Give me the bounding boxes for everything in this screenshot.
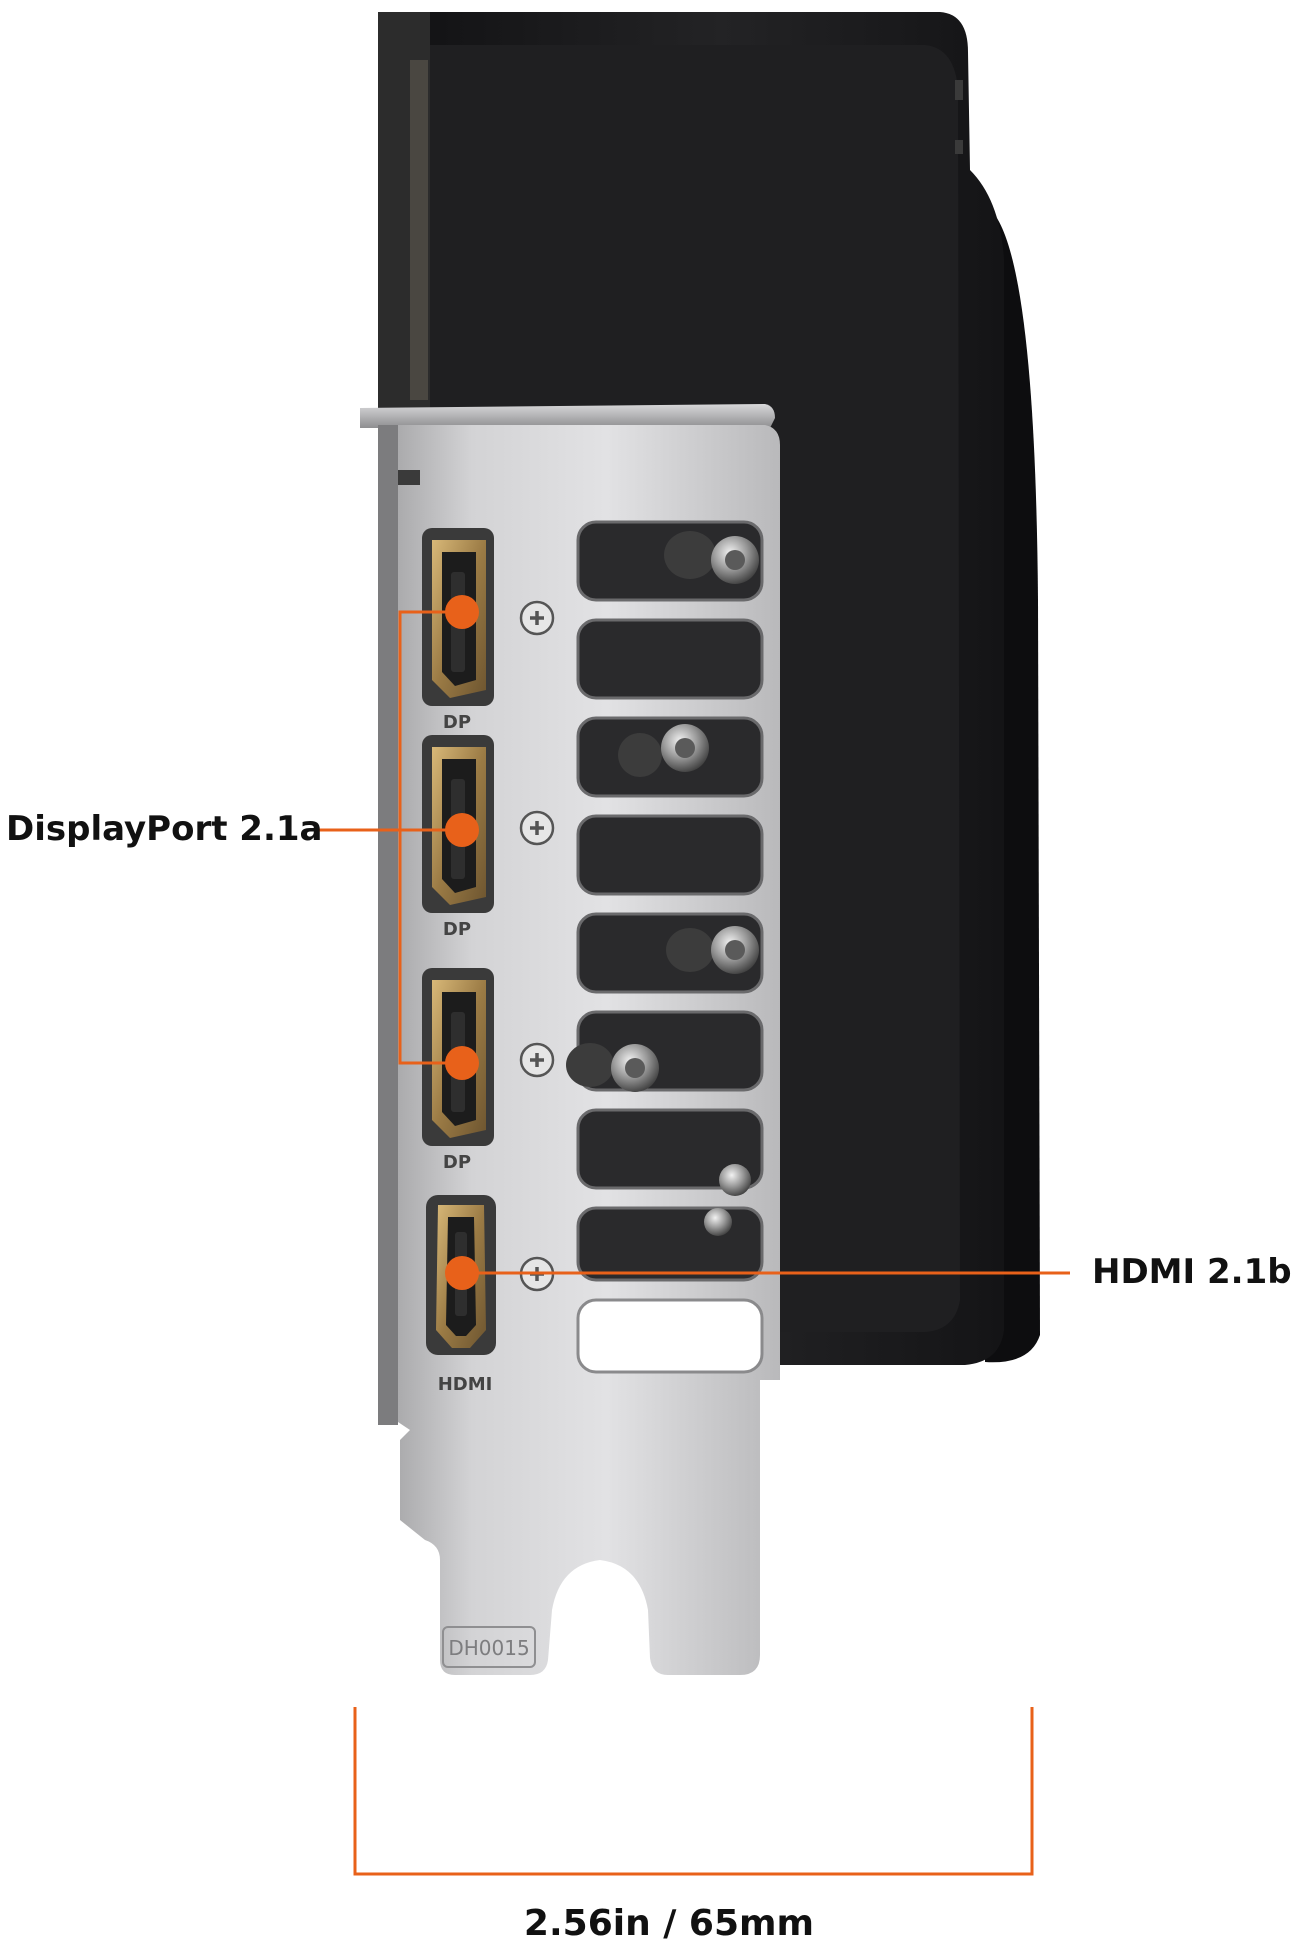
callout-dot-icon: [445, 1256, 479, 1290]
dimension-bracket: [353, 1707, 1034, 1876]
bracket-left-edge: [378, 425, 398, 1425]
heatsink-bolt: [704, 1208, 732, 1236]
hdmi-port-label: HDMI: [438, 1374, 493, 1395]
vent-cutout: [576, 1108, 764, 1190]
vent-cutout: [576, 814, 764, 896]
screw-icon: [519, 1042, 555, 1078]
displayport-connector: DP: [422, 528, 494, 733]
hdmi-callout: [445, 1256, 1070, 1290]
heatsink-bolt: [566, 1043, 659, 1092]
vent-cutout: [576, 1206, 764, 1282]
graphics-card-rear-view: DP DP DP HDMI: [316, 12, 1070, 1876]
callout-dot-icon: [445, 813, 479, 847]
callout-dot-icon: [445, 595, 479, 629]
vent-slot: [955, 80, 963, 100]
heatsink-bolt: [664, 531, 759, 584]
hdmi-label: HDMI 2.1b: [1092, 1252, 1292, 1292]
part-code: DH0015: [448, 1636, 529, 1660]
screw-icon: [519, 600, 555, 636]
displayport-label: DisplayPort 2.1a: [6, 809, 323, 849]
vent-cutouts: [566, 520, 764, 1374]
dp-port-label: DP: [443, 919, 471, 940]
vent-slot: [955, 140, 963, 154]
side-plate-highlight: [410, 60, 428, 400]
heatsink-bolt: [666, 926, 759, 974]
displayport-callout: [316, 595, 479, 1080]
heatsink-bolt: [618, 724, 709, 777]
heatsink-bolt: [719, 1164, 751, 1196]
dp-port-label: DP: [443, 712, 471, 733]
bracket-notch: [398, 470, 420, 485]
dp-port-label: DP: [443, 1152, 471, 1173]
screw-icon: [519, 810, 555, 846]
part-code-stamp: DH0015: [442, 1626, 536, 1668]
vent-cutout: [576, 618, 764, 700]
bracket-top-lip: [360, 404, 775, 428]
vent-cutout-open: [576, 1298, 764, 1374]
callout-dot-icon: [445, 1046, 479, 1080]
dimension-label: 2.56in / 65mm: [523, 1903, 815, 1944]
